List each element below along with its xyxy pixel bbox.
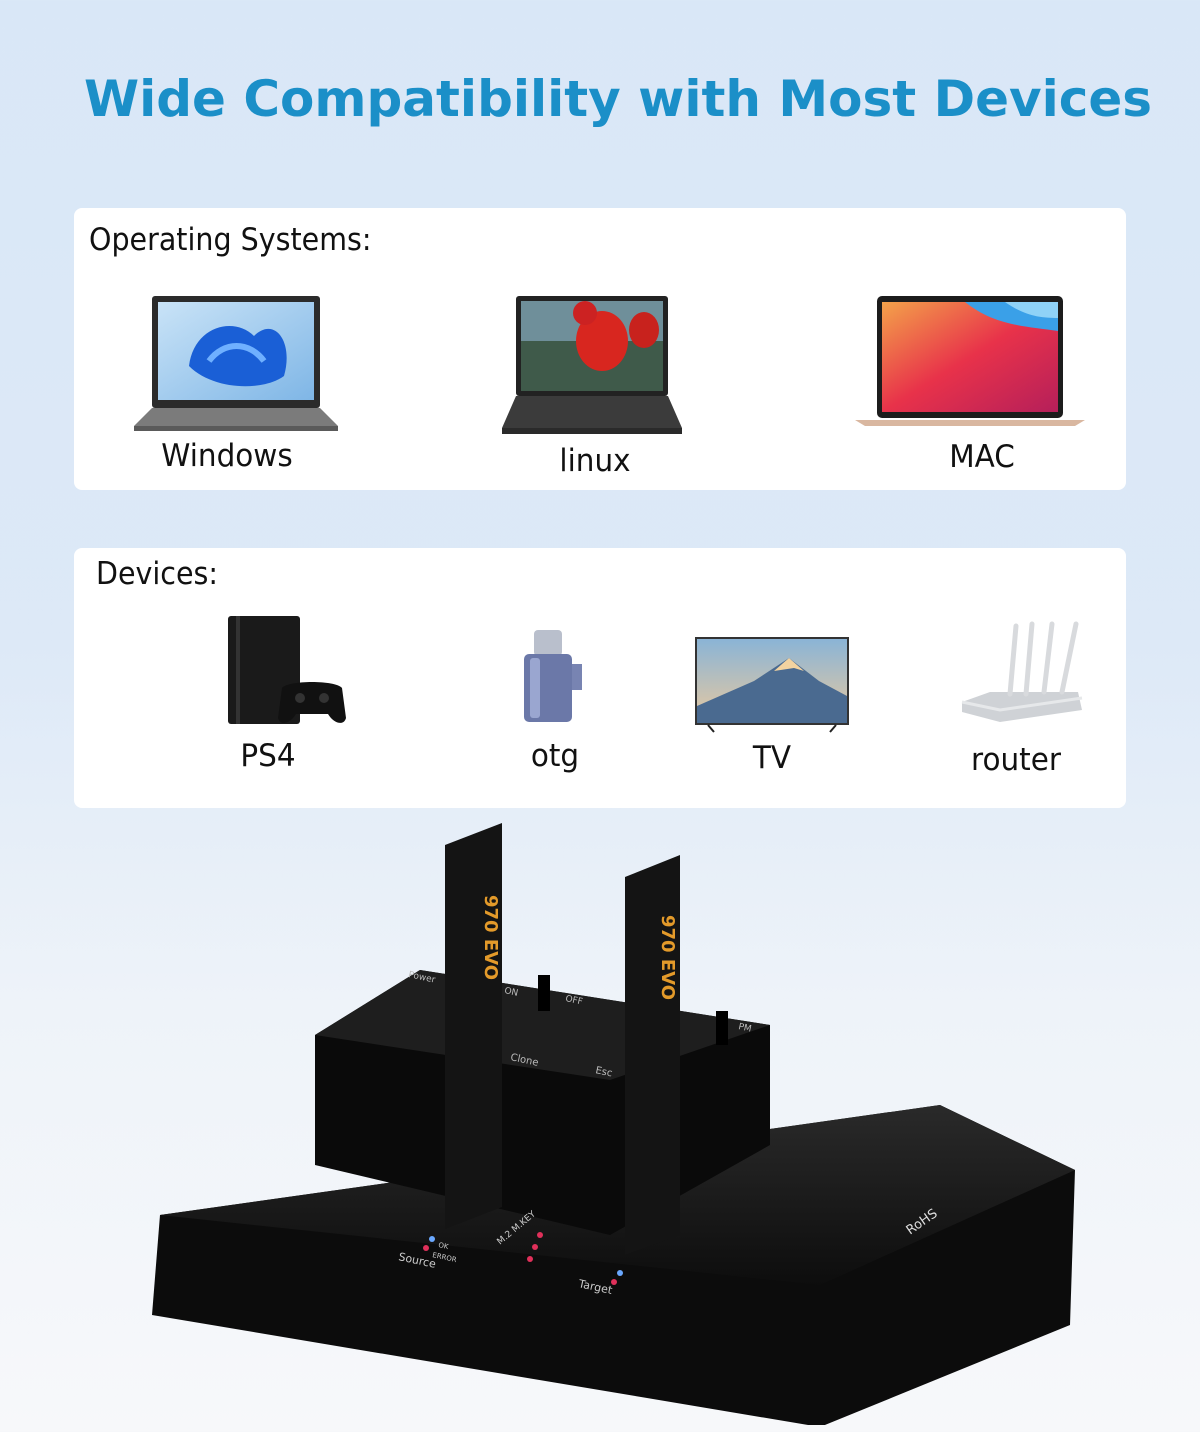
usb-otg-adapter-icon — [524, 630, 582, 722]
device-label-otg: otg — [530, 738, 580, 774]
pm-marking: PM — [737, 1022, 752, 1035]
ssd-label-1: 970 EVO — [480, 895, 501, 980]
router-icon — [961, 621, 1083, 722]
off-marking: OFF — [564, 994, 583, 1007]
ps4-console-icon — [228, 616, 346, 724]
os-label-linux: linux — [559, 443, 631, 479]
on-marking: ON — [503, 986, 519, 999]
ok-marking: OK — [438, 1241, 450, 1251]
operating-systems-heading: Operating Systems: — [89, 222, 372, 258]
windows-laptop-icon — [134, 296, 338, 431]
linux-laptop-icon — [502, 296, 682, 434]
device-label-router: router — [971, 742, 1061, 778]
page-title: Wide Compatibility with Most Devices — [83, 70, 1153, 128]
esc-marking: Esc — [594, 1065, 613, 1079]
macbook-icon — [855, 296, 1085, 426]
ssd-clone-docking-station-image: 970 EVO 970 EVO Power ON OFF PM Clone Es… — [152, 823, 1075, 1425]
tv-icon — [695, 637, 849, 733]
devices-heading: Devices: — [96, 556, 219, 592]
os-label-mac: MAC — [949, 439, 1015, 475]
ssd-label-2: 970 EVO — [657, 915, 678, 1000]
device-label-tv: TV — [752, 740, 792, 776]
device-label-ps4: PS4 — [240, 738, 296, 774]
os-label-windows: Windows — [161, 438, 293, 474]
